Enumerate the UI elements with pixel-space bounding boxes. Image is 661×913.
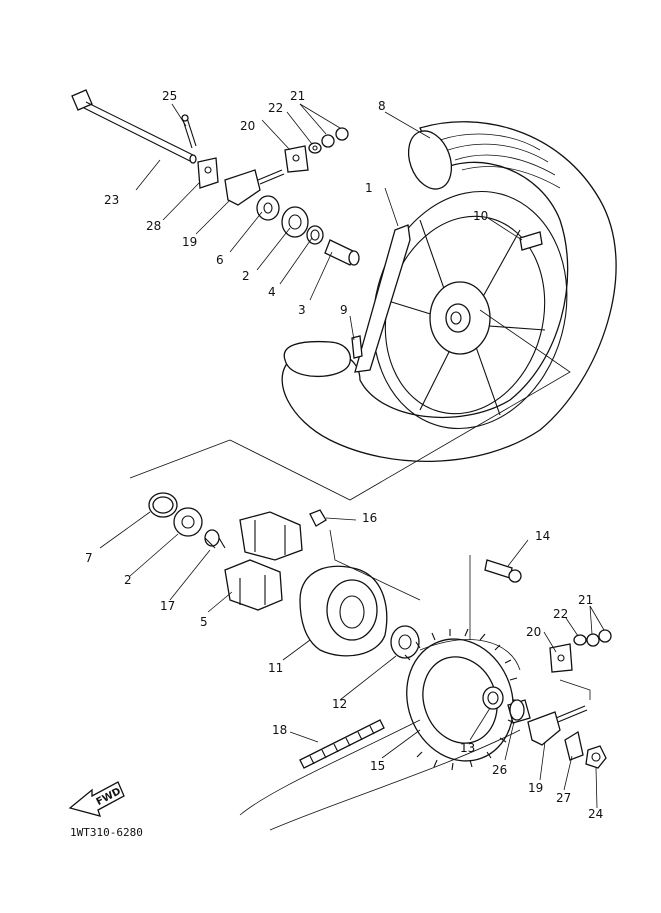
callout-17: 17 [160, 599, 175, 613]
sprocket-hub-11 [299, 565, 388, 657]
callout-24: 24 [588, 807, 603, 821]
callout-19-left: 19 [182, 235, 197, 249]
oil-seal-4 [306, 225, 324, 245]
callout-11: 11 [268, 661, 283, 675]
callout-1: 1 [365, 181, 373, 195]
callout-27: 27 [556, 791, 571, 805]
bearing-2-upper [281, 206, 309, 238]
drive-chain-18 [239, 639, 521, 831]
callout-25: 25 [162, 89, 177, 103]
nut-16 [309, 509, 327, 527]
axle-part [71, 89, 197, 164]
sprocket-15 [404, 628, 519, 771]
balance-weight-10 [519, 231, 543, 251]
callout-20-left: 20 [240, 119, 255, 133]
callout-15: 15 [370, 759, 385, 773]
diagram-code: 1WT310-6280 [70, 826, 143, 839]
leader-lines [99, 103, 605, 809]
collar-17 [204, 529, 226, 549]
callout-8: 8 [378, 99, 386, 113]
callout-21-right: 21 [578, 593, 593, 607]
nut-24 [585, 745, 607, 769]
cotter-pin-part [181, 114, 197, 149]
callout-23: 23 [104, 193, 119, 207]
washer-22-right [573, 634, 587, 646]
callout-2-upper: 2 [242, 269, 250, 283]
callout-2-lower: 2 [124, 573, 132, 587]
nuts-21-left [321, 127, 349, 148]
callout-22-right: 22 [553, 607, 568, 621]
damper-5 [224, 511, 303, 611]
collar-26 [507, 699, 531, 724]
callout-labels: 1 2 2 3 4 5 6 7 8 9 10 11 12 13 14 15 16… [85, 89, 603, 821]
oil-seal-13 [482, 686, 504, 710]
fwd-arrow-icon: FWD [68, 781, 125, 817]
callout-19-right: 19 [528, 781, 543, 795]
callout-9: 9 [340, 303, 348, 317]
callout-3: 3 [298, 303, 306, 317]
valve-9 [351, 335, 363, 359]
adjuster-block-20-left [284, 145, 309, 173]
chain-puller-19-right [527, 705, 588, 746]
callout-12: 12 [332, 697, 347, 711]
callout-5: 5 [200, 615, 208, 629]
nuts-21-right [586, 629, 612, 647]
spacer-3 [324, 239, 360, 266]
bolt-14 [484, 559, 522, 583]
callout-22-left: 22 [268, 101, 283, 115]
callout-28: 28 [146, 219, 161, 233]
callout-18: 18 [272, 723, 287, 737]
bearing-2-lower [173, 507, 203, 537]
chain-puller-plate-28 [197, 157, 219, 189]
rear-wheel-assembly [281, 121, 617, 462]
callout-16: 16 [362, 511, 377, 525]
callout-26: 26 [492, 763, 507, 777]
callout-10: 10 [473, 209, 488, 223]
callout-14: 14 [535, 529, 550, 543]
circlip-7 [148, 492, 178, 518]
callout-21-left: 21 [290, 89, 305, 103]
bearing-12 [390, 625, 420, 659]
callout-13: 13 [460, 741, 475, 755]
callout-6: 6 [216, 253, 224, 267]
callout-7: 7 [85, 551, 93, 565]
plate-27 [564, 730, 584, 761]
washer-22-left [308, 142, 322, 154]
callout-20-right: 20 [526, 625, 541, 639]
chain-puller-19-left [224, 169, 285, 206]
callout-4: 4 [268, 285, 276, 299]
collar-6 [256, 195, 280, 221]
